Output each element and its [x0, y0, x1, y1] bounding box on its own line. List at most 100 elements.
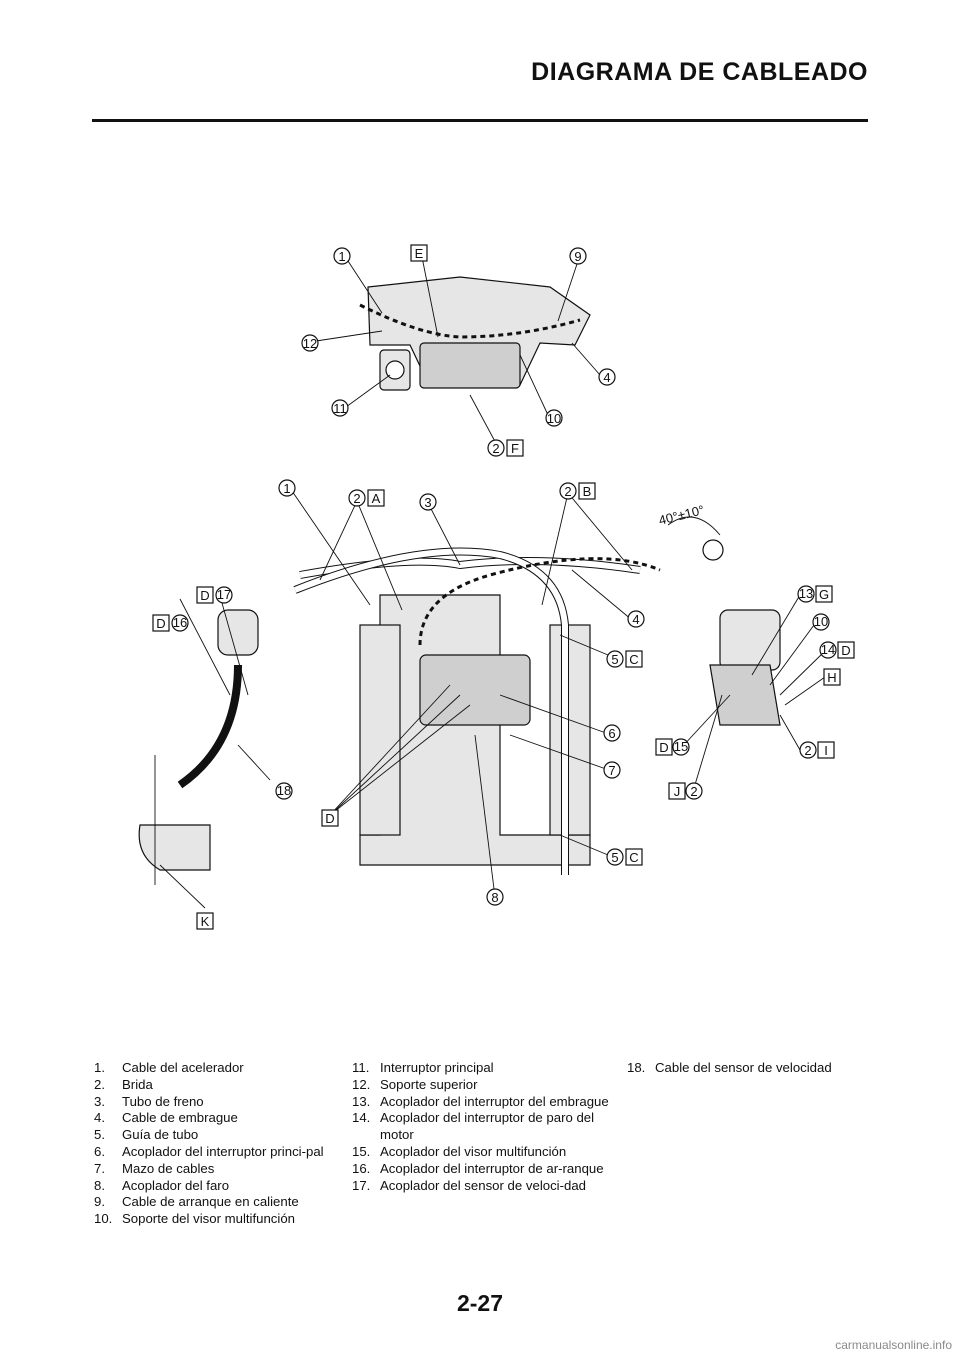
- leader-16: [179, 598, 231, 696]
- legend-item: 6.Acoplador del interruptor princi-pal: [94, 1143, 324, 1159]
- multifunction-display-shape: [419, 342, 521, 389]
- leader-2j: [693, 694, 723, 789]
- legend-column-1: 1.Cable del acelerador 2.Brida 3.Tubo de…: [94, 1060, 344, 1228]
- svg-text:A: A: [372, 491, 381, 506]
- leader-5c-a: [559, 634, 609, 656]
- callout-15: 15: [672, 738, 690, 756]
- center-coupler-block: [419, 654, 531, 726]
- leader-2a-b: [356, 500, 403, 611]
- svg-text:K: K: [201, 914, 210, 929]
- right-coupler-shape: [709, 664, 781, 726]
- legend-item: 18.Cable del sensor de velocidad: [627, 1060, 832, 1075]
- leader-7: [509, 734, 607, 770]
- svg-text:12: 12: [303, 336, 317, 351]
- svg-text:J: J: [674, 784, 681, 799]
- box-d-14: D: [837, 641, 855, 659]
- svg-text:E: E: [415, 246, 424, 261]
- leader-10-top: [519, 354, 549, 416]
- box-k: K: [196, 912, 214, 930]
- leader-15: [681, 694, 731, 748]
- callout-3: 3: [419, 493, 437, 511]
- leader-8: [474, 734, 495, 890]
- svg-text:9: 9: [574, 249, 581, 264]
- callout-2b: 2: [559, 482, 577, 500]
- svg-text:8: 8: [491, 890, 498, 905]
- leader-h: [784, 676, 826, 706]
- speed-coupler-shape: [217, 609, 259, 656]
- box-d-15: D: [655, 738, 673, 756]
- leader-11-top: [345, 374, 391, 408]
- svg-text:3: 3: [424, 495, 431, 510]
- main-switch-knob: [385, 360, 405, 380]
- leader-2i: [779, 714, 801, 751]
- leader-9-top: [557, 260, 579, 322]
- clutch-switch-shape: [719, 609, 781, 671]
- leader-1-top: [347, 260, 383, 314]
- box-c-a: C: [625, 650, 643, 668]
- legend-item: 14.Acoplador del interruptor de paro del…: [352, 1110, 595, 1143]
- svg-text:16: 16: [173, 615, 187, 630]
- callout-16: 16: [171, 614, 189, 632]
- svg-text:4: 4: [603, 370, 610, 385]
- leader-3: [427, 502, 461, 566]
- box-a: A: [367, 489, 385, 507]
- leader-4-main: [571, 569, 633, 621]
- brake-hose-inner: [293, 548, 568, 875]
- page-number: 2-27: [456, 1290, 504, 1316]
- callout-7: 7: [603, 761, 621, 779]
- callout-13: 13: [797, 585, 815, 603]
- svg-text:7: 7: [608, 763, 615, 778]
- legend-item: 3.Tubo de freno: [94, 1093, 204, 1109]
- callout-2j: 2: [685, 782, 703, 800]
- leader-d-a: [329, 684, 451, 816]
- svg-text:5: 5: [611, 850, 618, 865]
- svg-text:G: G: [819, 587, 829, 602]
- callout-10-right: 10: [812, 613, 830, 631]
- svg-text:5: 5: [611, 652, 618, 667]
- callout-4-top: 4: [598, 368, 616, 386]
- box-d-16: D: [152, 614, 170, 632]
- box-i: I: [817, 741, 835, 759]
- legend-item: 9.Cable de arranque en caliente: [94, 1194, 299, 1210]
- legend-item: 1.Cable del acelerador: [94, 1060, 244, 1075]
- leader-18: [237, 744, 271, 781]
- callout-2-top: 2: [487, 439, 505, 457]
- callout-4-main: 4: [627, 610, 645, 628]
- box-j: J: [668, 782, 686, 800]
- callout-1-top: 1: [333, 247, 351, 265]
- svg-text:D: D: [200, 588, 209, 603]
- leader-1-main: [291, 490, 371, 606]
- watermark: carmanualsonline.info: [835, 1338, 952, 1352]
- svg-text:D: D: [325, 811, 334, 826]
- leader-e-top: [421, 256, 439, 338]
- legend-item: 11.Interruptor principal: [352, 1060, 494, 1075]
- legend-item: 2.Brida: [94, 1076, 153, 1092]
- svg-text:C: C: [629, 652, 638, 667]
- leader-d-b: [329, 694, 461, 816]
- svg-text:17: 17: [217, 587, 231, 602]
- angle-label: 40°±10°: [657, 502, 706, 528]
- leader-10-right: [769, 624, 815, 686]
- svg-text:D: D: [156, 616, 165, 631]
- callout-2a: 2: [348, 489, 366, 507]
- leader-14: [779, 651, 825, 696]
- callout-2i: 2: [799, 741, 817, 759]
- svg-text:D: D: [659, 740, 668, 755]
- svg-text:10: 10: [547, 411, 561, 426]
- left-fork-tube: [359, 624, 401, 836]
- box-d-main: D: [321, 809, 339, 827]
- callout-18: 18: [275, 782, 293, 800]
- svg-text:H: H: [827, 670, 836, 685]
- svg-text:C: C: [629, 850, 638, 865]
- legend-item: 8.Acoplador del faro: [94, 1177, 230, 1193]
- callout-17: 17: [215, 586, 233, 604]
- speed-sensor-body: [138, 824, 211, 871]
- leader-17: [219, 595, 249, 696]
- callout-9-top: 9: [569, 247, 587, 265]
- callout-6: 6: [603, 724, 621, 742]
- svg-text:B: B: [583, 484, 592, 499]
- right-fork-tube: [549, 624, 591, 836]
- svg-text:2: 2: [353, 491, 360, 506]
- box-b: B: [578, 482, 596, 500]
- leader-2b-a: [567, 492, 633, 571]
